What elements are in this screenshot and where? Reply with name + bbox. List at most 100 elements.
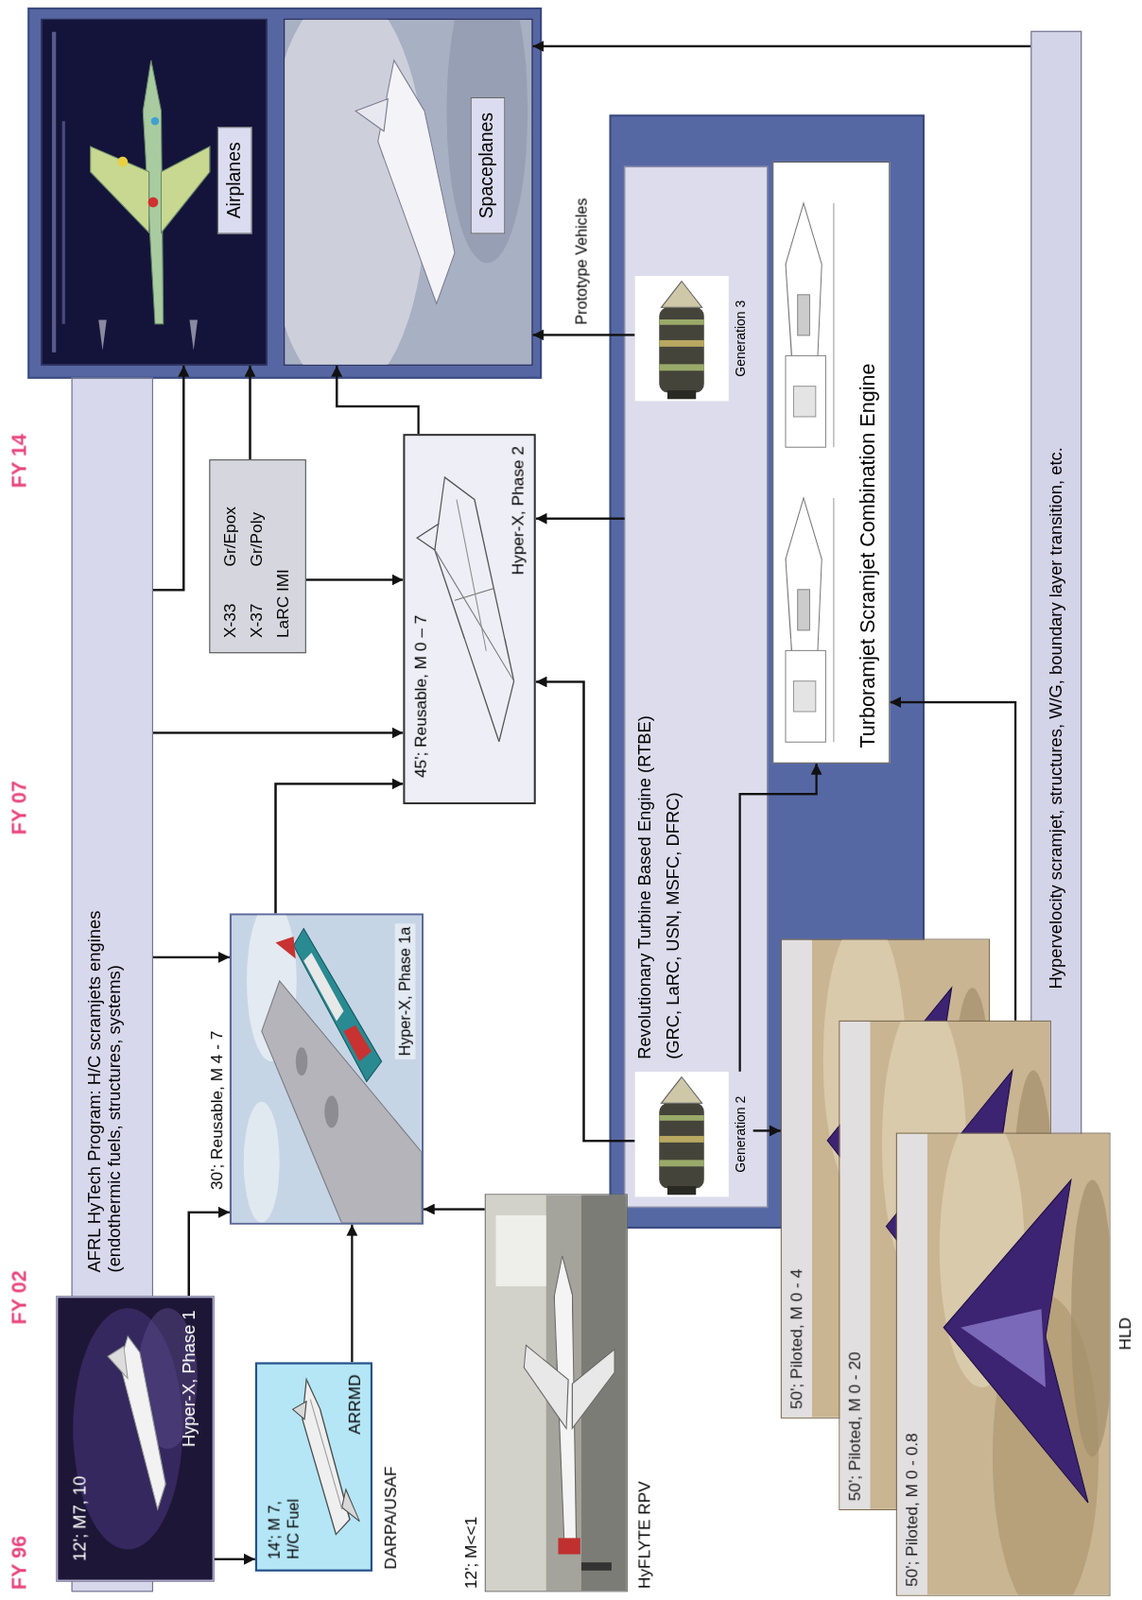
year-label: FY 96	[5, 1536, 31, 1591]
program-box: Revolutionary Turbine Based Engine (RTBE…	[624, 166, 768, 1208]
drawing-part	[658, 340, 704, 347]
node-text: 50'; Piloted, M 0 - 20	[845, 1351, 866, 1502]
drawing-part	[832, 498, 834, 743]
connector-arrow	[189, 1212, 230, 1298]
edge-label-slot: Prototype Vehicles	[572, 197, 591, 325]
node-picture	[485, 1194, 627, 1592]
drawing-part	[456, 500, 486, 652]
node-text: 45'; Reusable, M 0 – 7	[411, 615, 432, 779]
text-slot: Hyper-X, Phase 1	[179, 1310, 201, 1448]
node-text: 30'; Reusable, M 4 - 7	[207, 1031, 227, 1191]
edge-label: Prototype Vehicles	[572, 197, 591, 325]
node-text: LaRC IMI	[273, 569, 294, 639]
drawing-part	[378, 60, 455, 305]
text-slot: AFRL HyTech Program: H/C scramjets engin…	[85, 865, 127, 1274]
text-slot: HyFLYTE RPV	[634, 1481, 655, 1590]
drawing-part	[276, 936, 296, 959]
drawing-part	[303, 952, 344, 1021]
drawing-part	[294, 929, 382, 1083]
node-text: Revolutionary Turbine Based Engine (RTBE…	[634, 715, 656, 1060]
connector-arrow	[336, 365, 418, 434]
node-picture	[897, 1134, 1110, 1596]
drawing-part	[897, 1134, 928, 1596]
year-label: FY 07	[5, 780, 31, 835]
vehicle-photo: 50'; Piloted, M 0 - 0.8	[896, 1133, 1111, 1597]
drawing-part	[658, 1115, 704, 1122]
photo-panel: Spaceplanes	[283, 18, 533, 366]
drawing-part	[324, 1095, 339, 1128]
drawing-part	[571, 1349, 615, 1430]
connector-arrow	[214, 1558, 256, 1561]
drawing-part	[160, 146, 209, 233]
text-slot: ARRMD	[345, 1374, 365, 1435]
text-slot: 12'; M<<1	[461, 1517, 482, 1590]
flight-test-box: 12'; M7, 10 Hyper-X, Phase 1	[55, 1296, 214, 1582]
text-slot: Revolutionary Turbine Based Engine (RTBE…	[634, 715, 656, 1060]
drawing-part	[310, 1400, 342, 1510]
rtbe-fill	[624, 166, 768, 1208]
drawing-part	[62, 121, 66, 325]
drawing-part	[343, 1025, 372, 1062]
drawing-part	[658, 1159, 704, 1167]
drawing-part	[667, 1186, 696, 1195]
node-text: Hyper-X, Phase 2	[507, 446, 528, 575]
node-text: Generation 2	[732, 1072, 749, 1198]
node-text: HyFLYTE RPV	[634, 1481, 655, 1590]
photo-panel: Airplanes	[40, 18, 268, 366]
drawing-part	[90, 146, 150, 233]
drawing-part	[485, 1194, 547, 1592]
rpv-photo: 12'; M<<1HyFLYTE RPV	[484, 1193, 628, 1592]
engine-photo: Generation 3	[634, 276, 753, 402]
drawing-part	[658, 319, 704, 326]
drawing-part	[302, 1380, 350, 1536]
node-text: ARRMD	[345, 1374, 365, 1435]
connector-arrow	[306, 578, 404, 581]
drawing-part	[797, 589, 811, 631]
text-slot: Hyper-X, Phase 2	[507, 446, 528, 575]
connector-arrow	[753, 1129, 781, 1132]
text-slot: 50'; Piloted, M 0 - 0.8	[901, 1433, 922, 1588]
node-text: Airplanes	[217, 126, 252, 234]
text-slot: 50'; Piloted, M 0 - 4	[786, 1269, 807, 1410]
text-slot: Hypervelocity scramjet, structures, W/G,…	[1045, 447, 1067, 989]
drawing-part	[634, 276, 728, 402]
drawing-part	[667, 390, 696, 399]
node-text: AFRL HyTech Program: H/C scramjets engin…	[85, 865, 127, 1274]
text-slot: 12'; M7, 10	[69, 1476, 91, 1562]
missile-box: 14'; M 7, H/C FuelARRMDDARPA/USAF	[255, 1362, 373, 1572]
drawing-part	[634, 1072, 728, 1198]
drawing-part	[832, 203, 834, 448]
drawing-part	[117, 156, 128, 168]
drawing-part	[495, 1215, 546, 1287]
drawing-part	[785, 498, 822, 651]
text-slot: 30'; Reusable, M 4 - 7	[207, 1031, 227, 1191]
drawing-part	[120, 1336, 166, 1510]
text-slot: 14'; M 7, H/C Fuel	[265, 1480, 303, 1560]
node-text: 50'; Piloted, M 0 - 0.8	[901, 1433, 922, 1588]
group-label: HLD	[1115, 1317, 1136, 1351]
drawing-part	[416, 523, 439, 551]
label-slot: FY 07	[5, 780, 31, 835]
label-slot: FY 96	[5, 1536, 31, 1591]
label-slot: FY 02	[5, 1270, 31, 1325]
flight-test-photo: 30'; Reusable, M 4 - 7Hyper-X, Phase 1a	[229, 913, 424, 1225]
drawing-part	[295, 1047, 309, 1076]
drawing-part	[785, 203, 822, 356]
text-slot: X-37	[246, 604, 267, 639]
drawing-part	[107, 1347, 128, 1380]
node-text: 12'; M<<1	[461, 1517, 482, 1590]
drawing-part	[661, 1077, 703, 1105]
text-slot: Airplanes	[217, 126, 252, 234]
drawing-part	[943, 1179, 1089, 1504]
drawing-part	[148, 197, 159, 208]
node-text: Hyper-X, Phase 1a	[395, 923, 416, 1059]
drawing-part	[793, 681, 815, 712]
text-slot: Spaceplanes	[470, 97, 505, 235]
connector-arrow	[153, 731, 403, 734]
year-label: FY 14	[5, 433, 31, 488]
drawing-part	[793, 386, 815, 417]
engine-photo: Generation 2	[634, 1072, 753, 1198]
materials-box: X-33Gr/EpoxX-37Gr/PolyLaRC IMI	[208, 459, 307, 654]
